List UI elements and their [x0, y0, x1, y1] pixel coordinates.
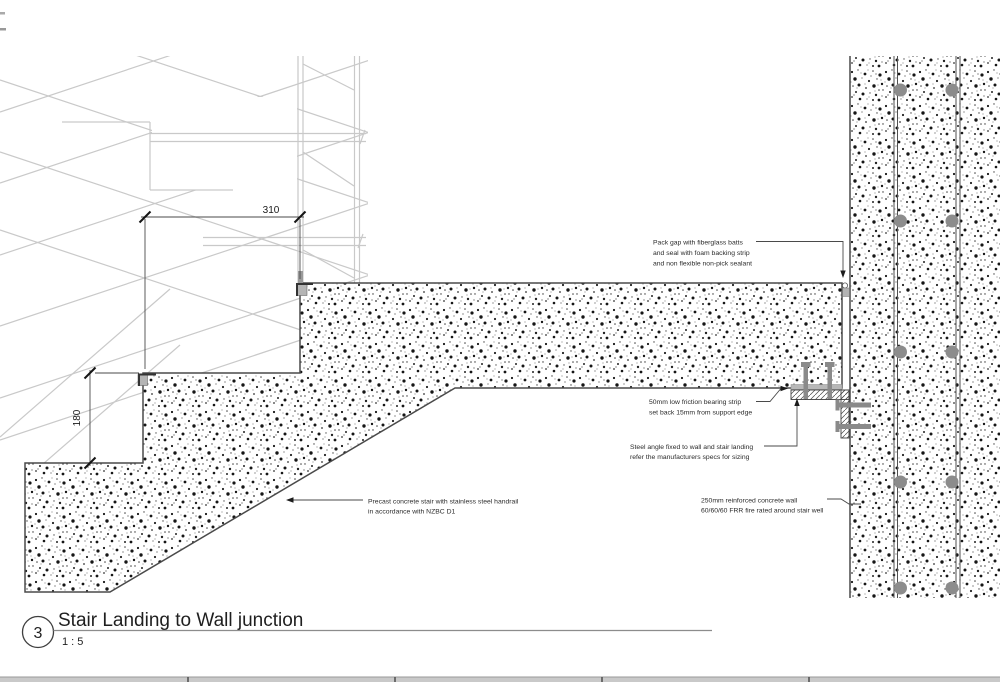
leader-wall [827, 498, 861, 505]
dimension-310: 310 [138, 205, 307, 369]
leader-bearing-strip [756, 385, 788, 402]
post-base [298, 271, 303, 283]
annotation-bearing-strip: 50mm low friction bearing strip set back… [649, 399, 752, 417]
note-line: refer the manufacturers specs for sizing [630, 454, 750, 461]
annotation-precast-stair: Precast concrete stair with stainless st… [368, 499, 519, 516]
note-line: 250mm reinforced concrete wall [701, 498, 798, 505]
dim-180-label: 180 [72, 409, 83, 426]
leader-pack-gap [756, 241, 846, 278]
sealant-block [842, 287, 850, 297]
beyond-handrail [150, 129, 366, 249]
backer-rod [842, 282, 849, 289]
leader-steel-angle [764, 398, 800, 447]
beyond-post [297, 56, 361, 283]
dim-310-label: 310 [263, 205, 280, 216]
beyond-landing-mask [152, 97, 297, 190]
view-title-text: Stair Landing to Wall junction [58, 610, 303, 631]
note-line: 60/60/60 FRR fire rated around stair wel… [701, 508, 824, 515]
anchor-bolts-horizontal [835, 399, 871, 432]
step-nosing-angle [137, 283, 313, 386]
view-scale: 1 : 5 [62, 636, 83, 648]
titleblock-top-strip [0, 676, 1000, 682]
anchor-bolts-vertical [801, 362, 835, 399]
view-title: 3 Stair Landing to Wall junction 1 : 5 [21, 610, 712, 649]
dimension-180: 180 [72, 366, 139, 470]
note-line: and non flexible non-pick sealant [653, 261, 752, 268]
note-line: Steel angle fixed to wall and stair land… [630, 444, 753, 451]
note-line: Pack gap with fiberglass batts [653, 240, 744, 247]
note-line: set back 15mm from support edge [649, 410, 752, 417]
beyond-brace [302, 63, 355, 279]
wall-rebar-section-dots [894, 83, 959, 595]
detail-number-bubble [21, 615, 55, 649]
annotation-pack-gap: Pack gap with fiberglass batts and seal … [653, 240, 752, 268]
detail-number: 3 [34, 625, 43, 642]
sheet-edge-marks [0, 12, 6, 31]
wall-rebar-vertical [893, 56, 961, 598]
wall-section [849, 56, 1000, 598]
note-line: and seal with foam backing strip [653, 250, 750, 257]
leader-precast-stair [286, 497, 363, 503]
gap-sealant [842, 282, 850, 297]
note-line: 50mm low friction bearing strip [649, 399, 741, 406]
steel-angle [790, 389, 850, 439]
bearing-strip [790, 384, 843, 390]
annotation-steel-angle: Steel angle fixed to wall and stair land… [630, 444, 753, 461]
annotation-wall: 250mm reinforced concrete wall 60/60/60 … [701, 498, 824, 515]
stair-concrete-section [24, 282, 843, 593]
note-line: in accordance with NZBC D1 [368, 509, 455, 516]
note-line: Precast concrete stair with stainless st… [368, 499, 519, 506]
